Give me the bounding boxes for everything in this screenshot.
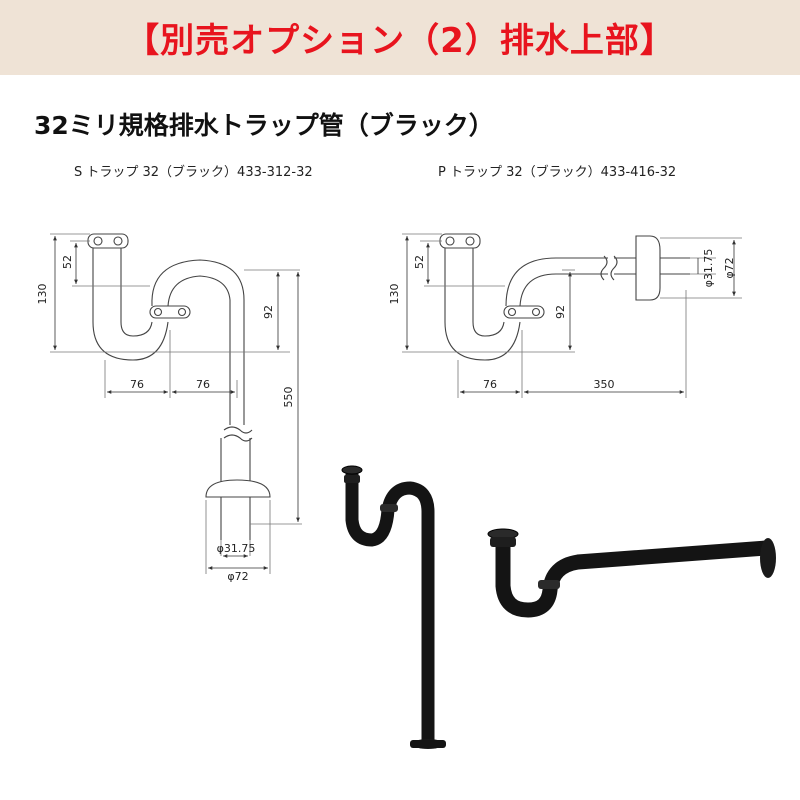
p-trap-drawing — [402, 233, 742, 398]
s-dim-92: 92 — [262, 305, 275, 319]
s-dim-52: 52 — [61, 255, 74, 269]
s-dim-phi-outer: φ72 — [227, 570, 248, 583]
p-dim-phi-outer: φ72 — [723, 257, 736, 278]
p-dim-130: 130 — [388, 284, 401, 305]
p-dim-92: 92 — [554, 305, 567, 319]
s-dim-550: 550 — [282, 387, 295, 408]
p-dim-phi-inner: φ31.75 — [702, 249, 715, 288]
p-dim-350: 350 — [594, 378, 615, 391]
p-dim-76: 76 — [483, 378, 497, 391]
s-trap-drawing — [50, 233, 302, 574]
section-title: 32ミリ規格排水トラップ管（ブラック） — [34, 111, 494, 140]
s-dim-76-left: 76 — [130, 378, 144, 391]
s-trap-label: S トラップ 32（ブラック）433-312-32 — [74, 165, 313, 180]
p-trap-product-image — [487, 528, 776, 618]
s-dim-76-right: 76 — [196, 378, 210, 391]
s-trap-product-image — [341, 465, 446, 749]
p-dim-52: 52 — [413, 255, 426, 269]
header-banner: 【別売オプション（2）排水上部】 — [0, 0, 800, 75]
p-trap-label: P トラップ 32（ブラック）433-416-32 — [438, 165, 677, 180]
s-dim-phi-inner: φ31.75 — [217, 542, 256, 555]
page-title: 【別売オプション（2）排水上部】 — [125, 21, 675, 61]
s-dim-130: 130 — [36, 284, 49, 305]
